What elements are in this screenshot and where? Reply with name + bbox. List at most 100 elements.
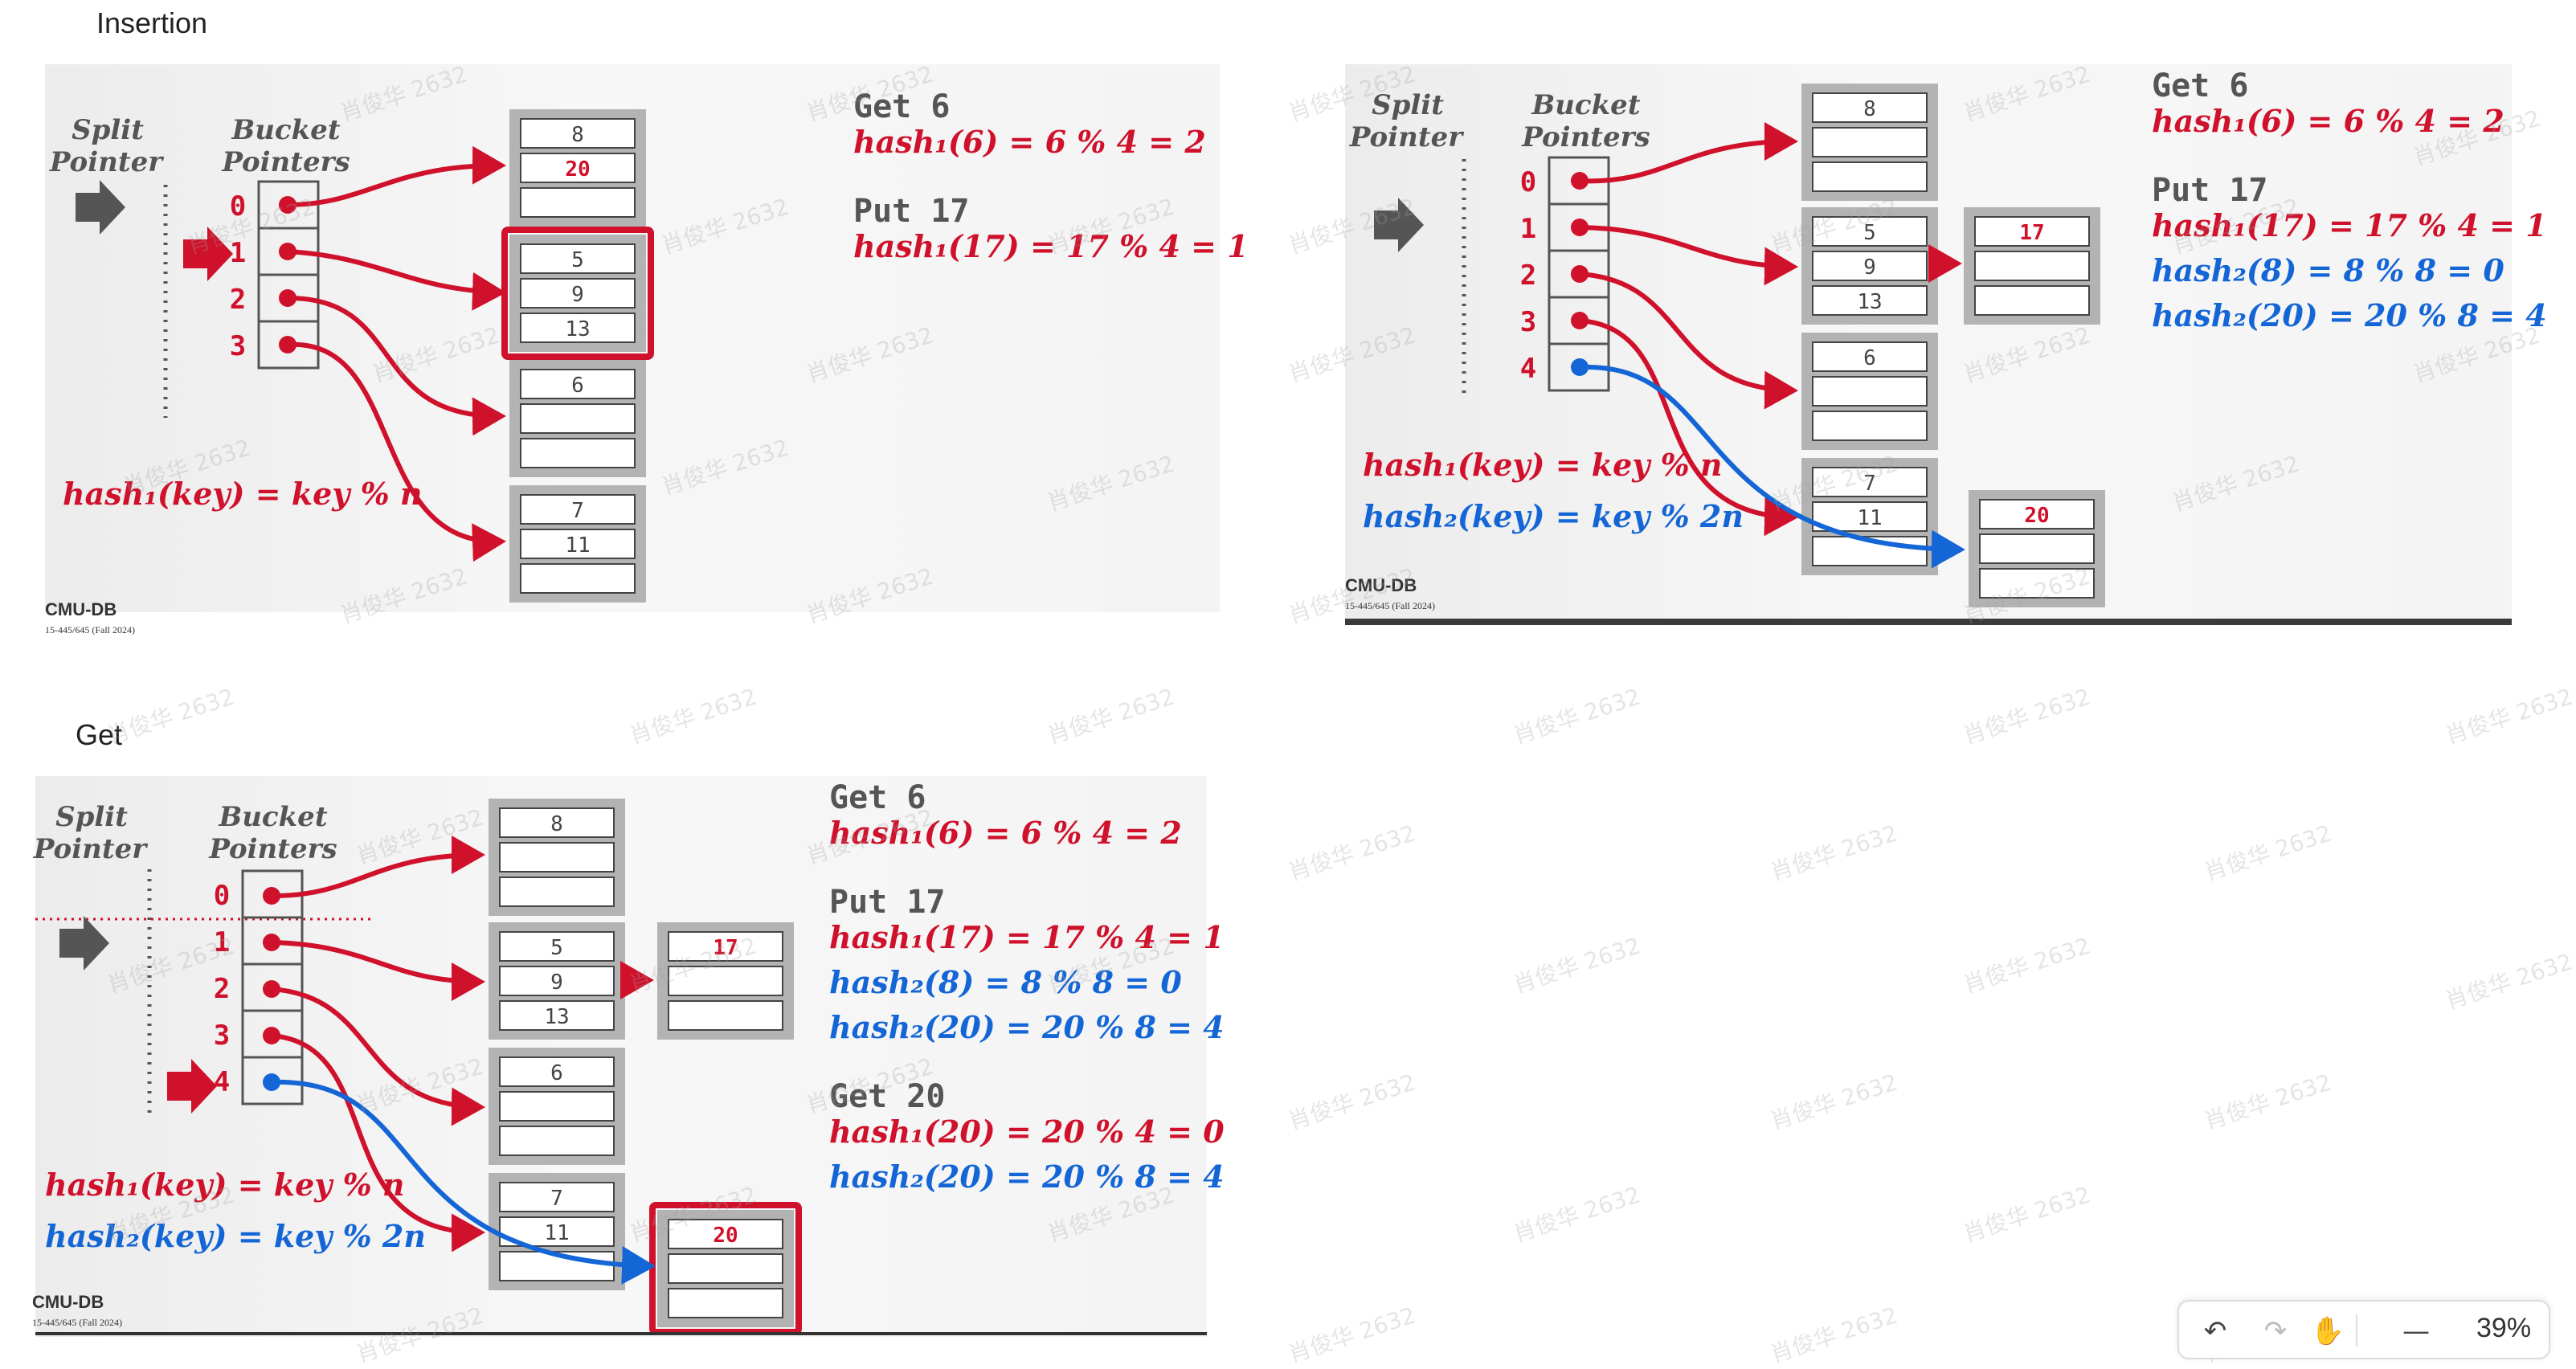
bucket-index: 0 xyxy=(230,190,246,223)
bucket-index: 3 xyxy=(214,1020,230,1052)
watermark-text: 肖俊华 2632 xyxy=(1285,819,1419,886)
bucket-index: 2 xyxy=(1520,259,1536,292)
footer-logo: CMU-DB xyxy=(32,1292,104,1312)
slot-value: 20 xyxy=(565,157,590,182)
bucket-slot xyxy=(668,1288,783,1318)
equation-text: Get 6 xyxy=(829,779,926,816)
bucket-slot xyxy=(668,931,783,962)
slot-value: 20 xyxy=(2024,504,2049,528)
slot-value: 8 xyxy=(550,812,563,836)
diagram-insertion-2: SplitPointerBucketPointers01234859136711… xyxy=(1345,67,2547,611)
undo-icon[interactable]: ↶ xyxy=(2203,1315,2227,1347)
bucket-index: 0 xyxy=(214,880,230,912)
diagram-insertion-1: SplitPointerBucketPointers01238205913671… xyxy=(45,88,1249,635)
bucket-slot xyxy=(1812,376,1928,407)
bucket-index: 1 xyxy=(1520,213,1536,245)
slot-value: 9 xyxy=(1863,255,1876,280)
slot-value: 6 xyxy=(571,374,584,398)
equation-text: hash₂(20) = 20 % 8 = 4 xyxy=(829,1159,1225,1195)
equation-text: hash₁(17) = 17 % 4 = 1 xyxy=(853,228,1249,264)
split-pointer-label: Split xyxy=(72,114,144,146)
slot-value: 11 xyxy=(565,533,590,558)
footer-logo: CMU-DB xyxy=(45,599,117,619)
bucket-slot xyxy=(520,438,636,468)
split-pointer-label: Split xyxy=(55,801,128,833)
watermark-text: 肖俊华 2632 xyxy=(104,683,238,750)
slot-value: 13 xyxy=(544,1005,569,1029)
equation-text: hash₁(6) = 6 % 4 = 2 xyxy=(2152,103,2504,139)
bucket-slot xyxy=(499,1182,615,1212)
slot-value: 6 xyxy=(1863,346,1876,370)
watermark-text: 肖俊华 2632 xyxy=(2201,1069,2335,1135)
watermark-text: 肖俊华 2632 xyxy=(626,683,760,750)
bucket-slot xyxy=(499,931,615,962)
slide-bottom-line xyxy=(35,1332,1207,1335)
pointer-arrow xyxy=(271,940,485,1001)
bucket-slot xyxy=(668,1253,783,1284)
next-split-arrow xyxy=(183,227,233,281)
bucket-slot xyxy=(499,966,615,996)
bucket-index: 3 xyxy=(230,330,246,362)
bucket-pointers-label: Pointers xyxy=(221,146,350,178)
bucket-slot xyxy=(1974,285,2090,316)
equation-text: Put 17 xyxy=(2152,172,2268,209)
equation-text: Get 6 xyxy=(853,88,950,125)
bucket-slot xyxy=(499,842,615,872)
equation-text: hash₂(key) = key % 2n xyxy=(1363,498,1744,534)
equation-text: hash₂(20) = 20 % 8 = 4 xyxy=(829,1009,1225,1045)
split-pointer-label: Pointer xyxy=(49,146,164,178)
watermark-text: 肖俊华 2632 xyxy=(1044,683,1178,750)
bucket-slot xyxy=(499,807,615,838)
slot-value: 11 xyxy=(1857,506,1882,530)
pointer-arrow xyxy=(1579,364,1965,569)
slot-value: 5 xyxy=(1863,221,1876,245)
watermark-text: 肖俊华 2632 xyxy=(1510,932,1644,999)
bucket-pointer-cell xyxy=(241,1056,304,1105)
bucket-slot xyxy=(499,1000,615,1031)
bucket-slot xyxy=(520,529,636,559)
equation-text: Get 6 xyxy=(2152,67,2248,104)
pointer-arrow xyxy=(287,295,506,436)
watermark-text: 肖俊华 2632 xyxy=(1767,1069,1901,1135)
redo-icon[interactable]: ↷ xyxy=(2263,1315,2288,1347)
pointer-arrow xyxy=(271,1033,485,1253)
pointer-arrow xyxy=(287,249,506,311)
equation-text: hash₁(key) = key % n xyxy=(63,476,423,512)
slot-value: 7 xyxy=(571,499,584,523)
bucket-pointers-label: Bucket xyxy=(1531,89,1640,121)
bucket-slot xyxy=(520,563,636,594)
bucket-slot xyxy=(520,313,636,343)
bucket-slot xyxy=(520,494,636,525)
bucket-slot xyxy=(520,118,636,149)
bucket-index: 4 xyxy=(1520,353,1536,385)
bucket-slot xyxy=(520,243,636,274)
watermark-text: 肖俊华 2632 xyxy=(1285,1069,1419,1135)
slot-value: 9 xyxy=(550,971,563,995)
bucket-slot xyxy=(1812,285,1928,316)
split-pointer-label: Pointer xyxy=(1349,121,1464,153)
bucket-slot xyxy=(499,1126,615,1156)
slot-value: 7 xyxy=(550,1187,563,1211)
bucket-pointers-label: Bucket xyxy=(231,114,340,146)
equation-text: hash₁(6) = 6 % 4 = 2 xyxy=(829,815,1182,851)
bucket-slot xyxy=(499,1056,615,1087)
hand-tool-icon[interactable]: ✋ xyxy=(2310,1315,2345,1347)
equation-text: hash₁(key) = key % n xyxy=(45,1167,405,1203)
equation-text: Get 20 xyxy=(829,1078,946,1115)
equation-text: hash₁(key) = key % n xyxy=(1363,447,1723,483)
watermark-text: 肖俊华 2632 xyxy=(2201,819,2335,886)
pointer-arrow xyxy=(271,836,485,899)
slot-value: 8 xyxy=(1863,97,1876,121)
slide-bottom-bar xyxy=(1345,619,2512,625)
footer-logo: CMU-DB xyxy=(1345,575,1417,595)
pointer-arrow xyxy=(271,1079,656,1285)
slot-value: 20 xyxy=(713,1224,738,1248)
zoom-out-button[interactable]: — xyxy=(2402,1315,2430,1347)
bucket-index: 2 xyxy=(214,973,230,1005)
bucket-slot xyxy=(1812,501,1928,532)
pointer-arrow xyxy=(287,145,506,207)
slot-value: 13 xyxy=(565,317,590,341)
split-pointer-label: Pointer xyxy=(33,833,148,865)
